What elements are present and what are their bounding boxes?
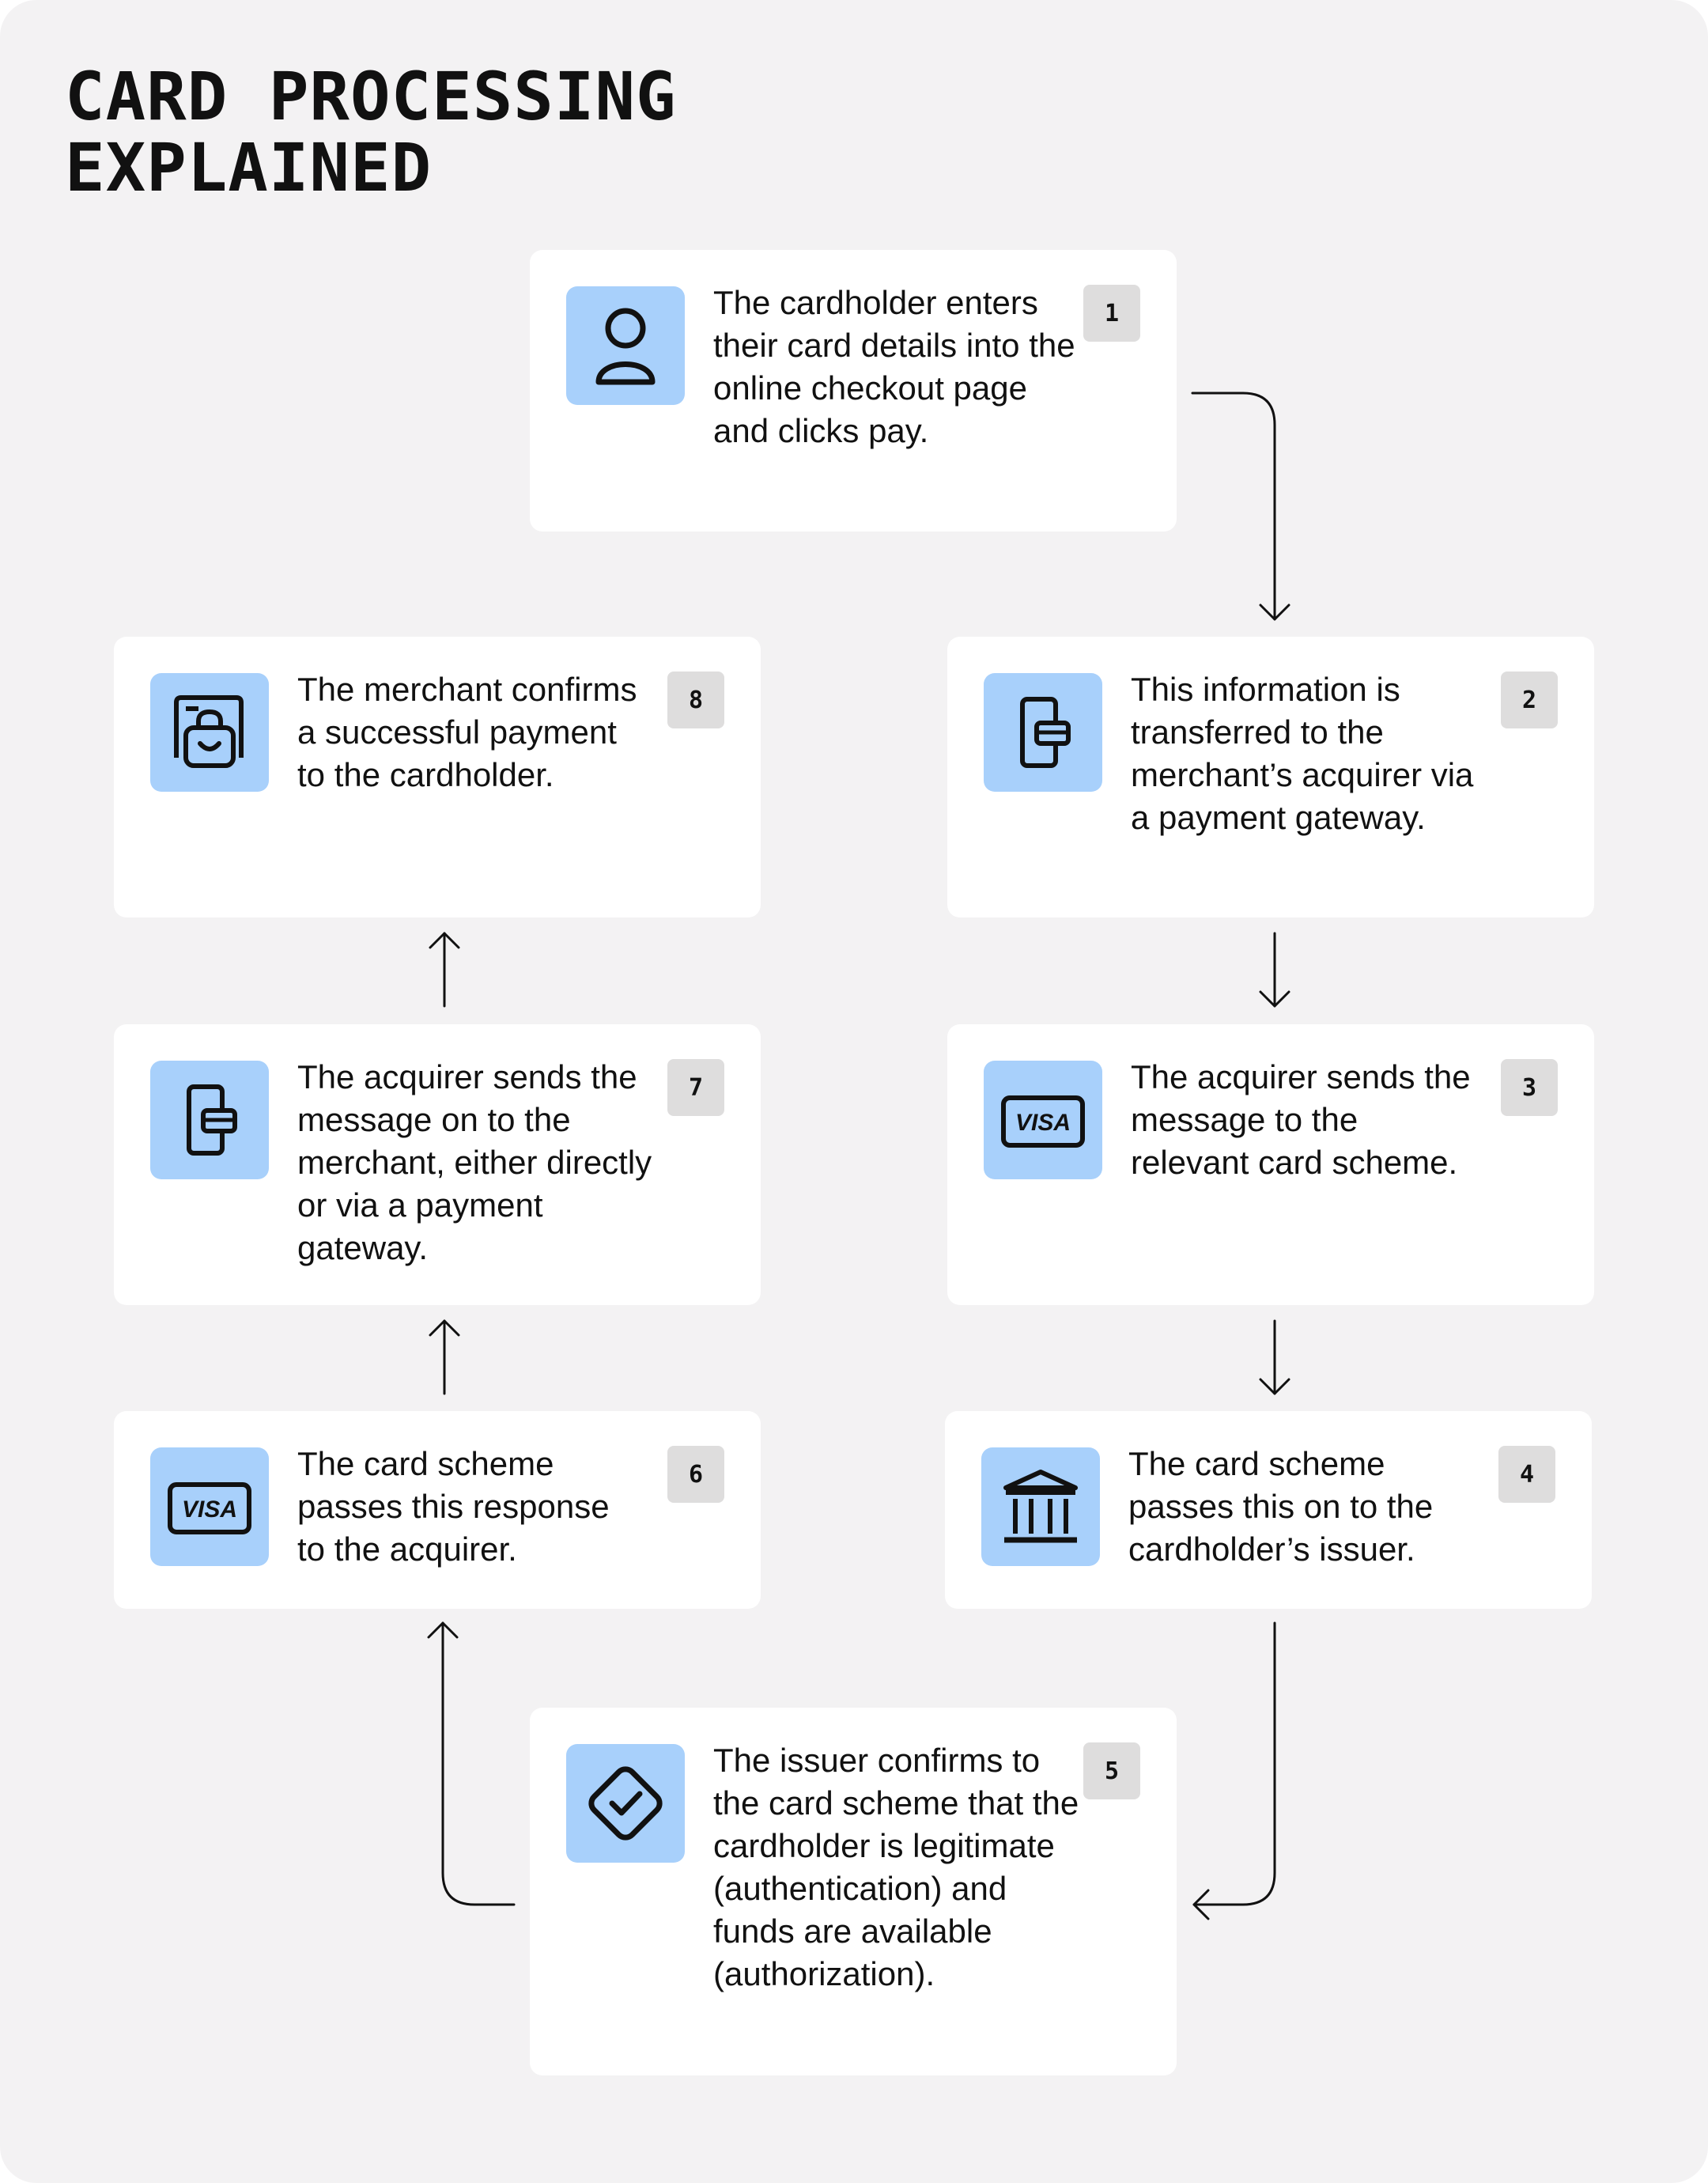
step-7-card: The acquirer sends the message on to the… bbox=[114, 1024, 761, 1305]
step-6-text: The card scheme passes this response to … bbox=[297, 1445, 610, 1568]
step-3-text: The acquirer sends the message to the re… bbox=[1131, 1058, 1471, 1181]
step-4-text: The card scheme passes this on to the ca… bbox=[1128, 1445, 1434, 1568]
payment-gateway-icon bbox=[150, 1061, 269, 1179]
arrow-step4-to-step5 bbox=[1192, 1621, 1276, 1920]
step-1-text: The cardholder enters their card details… bbox=[713, 284, 1075, 449]
page-title-line-2: EXPLAINED bbox=[65, 129, 433, 206]
step-8-text: The merchant confirms a successful payme… bbox=[297, 671, 637, 793]
arrow-step6-to-step7 bbox=[429, 1319, 460, 1395]
svg-text:VISA: VISA bbox=[1015, 1110, 1071, 1136]
step-7-badge: 7 bbox=[667, 1059, 724, 1116]
payment-gateway-icon bbox=[984, 673, 1102, 792]
visa-card-icon: VISA bbox=[150, 1447, 269, 1566]
step-4-card: The card scheme passes this on to the ca… bbox=[945, 1411, 1592, 1609]
page-title-line-1: CARD PROCESSING bbox=[65, 58, 677, 135]
step-5-text: The issuer confirms to the card scheme t… bbox=[713, 1742, 1079, 1992]
step-5-badge: 5 bbox=[1083, 1742, 1140, 1799]
step-3-card: VISA The acquirer sends the message to t… bbox=[947, 1024, 1594, 1305]
step-6-card: VISA The card scheme passes this respons… bbox=[114, 1411, 761, 1609]
shopping-bag-icon bbox=[150, 673, 269, 792]
step-4-badge: 4 bbox=[1498, 1446, 1555, 1503]
step-7-text: The acquirer sends the message on to the… bbox=[297, 1058, 652, 1266]
step-2-badge: 2 bbox=[1501, 672, 1558, 728]
checkmark-diamond-icon bbox=[566, 1744, 685, 1863]
step-1-badge: 1 bbox=[1083, 285, 1140, 342]
arrow-step1-to-step2 bbox=[1191, 392, 1290, 621]
step-1-card: The cardholder enters their card details… bbox=[530, 250, 1177, 532]
step-6-badge: 6 bbox=[667, 1446, 724, 1503]
step-8-badge: 8 bbox=[667, 672, 724, 728]
visa-card-icon: VISA bbox=[984, 1061, 1102, 1179]
step-2-card: This information is transferred to the m… bbox=[947, 637, 1594, 917]
step-2-text: This information is transferred to the m… bbox=[1131, 671, 1474, 836]
arrow-step3-to-step4 bbox=[1259, 1319, 1290, 1395]
arrow-step5-to-step6 bbox=[427, 1621, 516, 1906]
person-icon bbox=[566, 286, 685, 405]
svg-text:VISA: VISA bbox=[182, 1496, 237, 1523]
step-3-badge: 3 bbox=[1501, 1059, 1558, 1116]
step-8-card: The merchant confirms a successful payme… bbox=[114, 637, 761, 917]
arrow-step2-to-step3 bbox=[1259, 932, 1290, 1008]
bank-icon bbox=[981, 1447, 1100, 1566]
step-5-card: The issuer confirms to the card scheme t… bbox=[530, 1708, 1177, 2075]
arrow-step7-to-step8 bbox=[429, 932, 460, 1008]
